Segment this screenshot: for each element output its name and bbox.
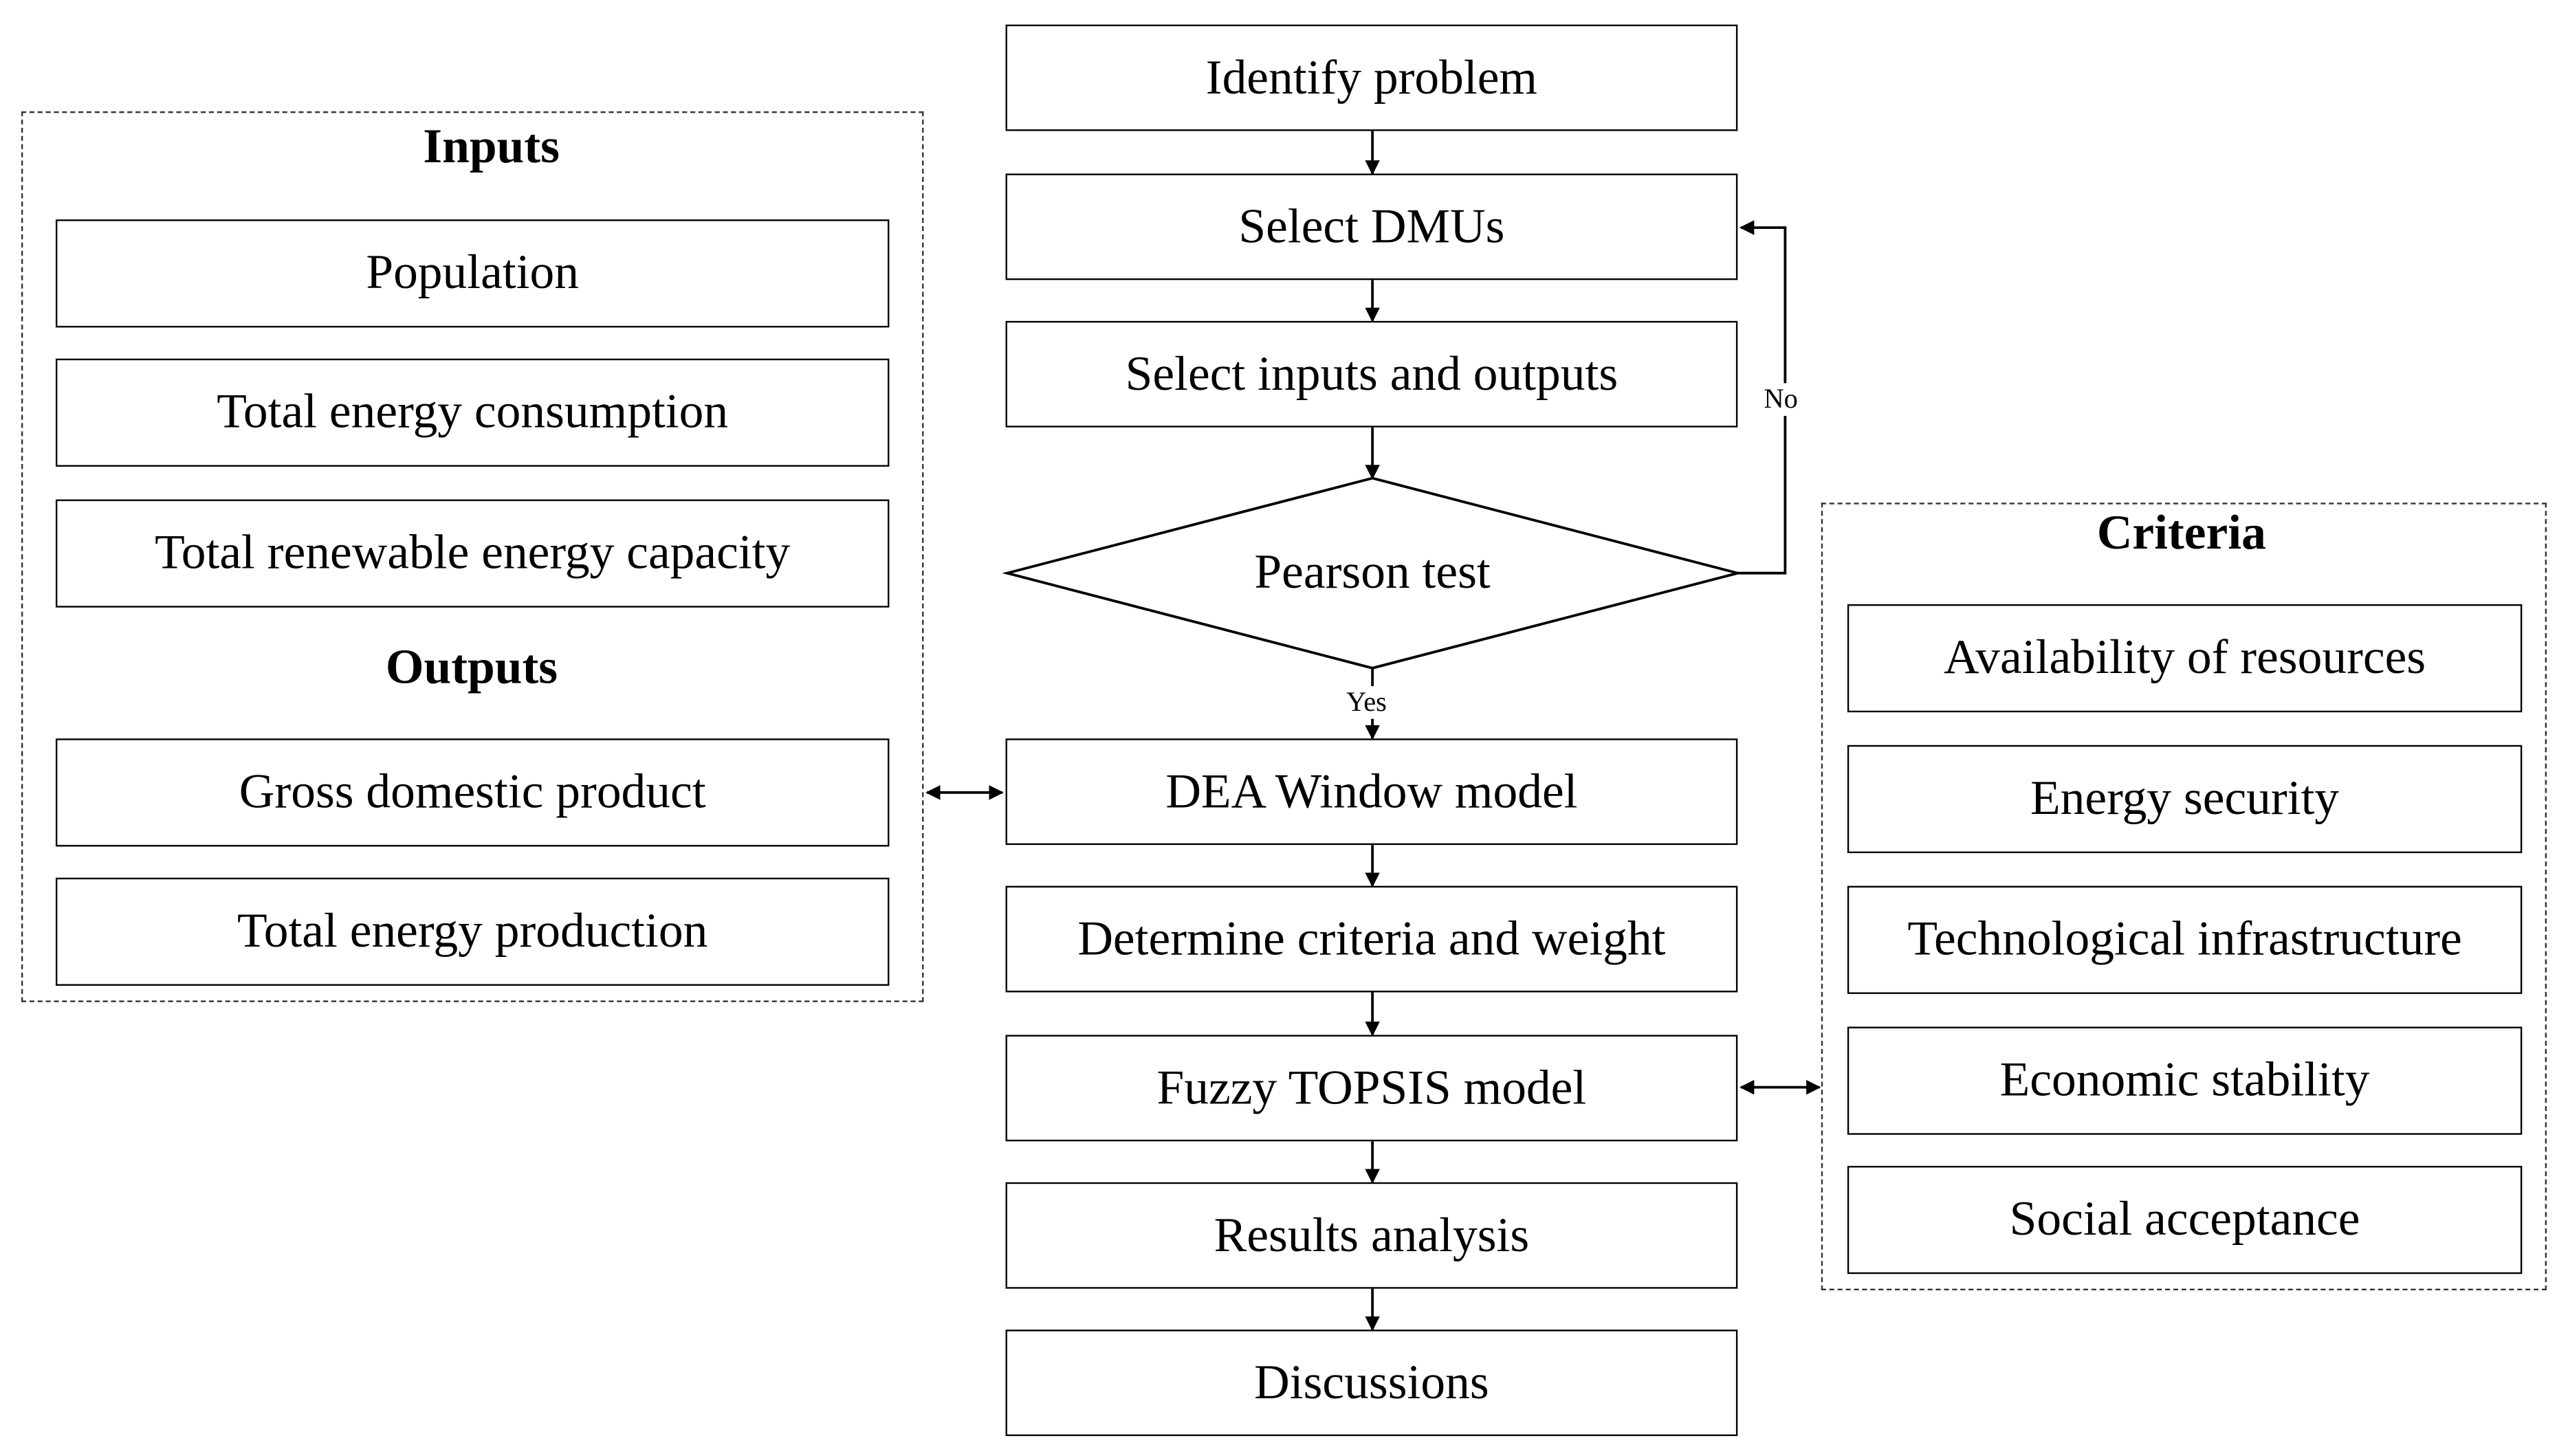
input-item-total-energy-consumption: Total energy consumption (55, 358, 890, 467)
fuzzy-topsis-model-box: Fuzzy TOPSIS model (1005, 1035, 1738, 1142)
criteria-heading: Criteria (2096, 506, 2266, 560)
determine-criteria-weight-box: Determine criteria and weight (1005, 885, 1738, 993)
output-item-total-energy-production: Total energy production (55, 877, 890, 986)
label-yes: Yes (1346, 686, 1387, 719)
criteria-item-availability: Availability of resources (1847, 604, 2523, 713)
outputs-heading: Outputs (385, 640, 558, 694)
identify-problem-box: Identify problem (1005, 24, 1738, 131)
criteria-item-social-acceptance: Social acceptance (1847, 1165, 2523, 1275)
pearson-test-label: Pearson test (1254, 545, 1491, 599)
select-dmus-box: Select DMUs (1005, 173, 1738, 280)
pearson-diamond (1002, 476, 1743, 670)
inputs-outputs-panel (21, 111, 924, 1002)
criteria-item-energy-security: Energy security (1847, 744, 2523, 854)
criteria-panel (1821, 503, 2547, 1291)
select-inputs-outputs-box: Select inputs and outputs (1005, 320, 1738, 428)
input-item-total-renewable-energy-capacity: Total renewable energy capacity (55, 499, 890, 608)
input-item-population: Population (55, 219, 890, 328)
criteria-item-technological-infrastructure: Technological infrastructure (1847, 885, 2523, 994)
output-item-gdp: Gross domestic product (55, 738, 890, 847)
label-no: No (1764, 383, 1798, 417)
criteria-item-economic-stability: Economic stability (1847, 1026, 2523, 1135)
results-analysis-box: Results analysis (1005, 1182, 1738, 1289)
discussions-box: Discussions (1005, 1330, 1738, 1437)
inputs-heading: Inputs (423, 119, 560, 174)
dea-window-model-box: DEA Window model (1005, 738, 1738, 846)
